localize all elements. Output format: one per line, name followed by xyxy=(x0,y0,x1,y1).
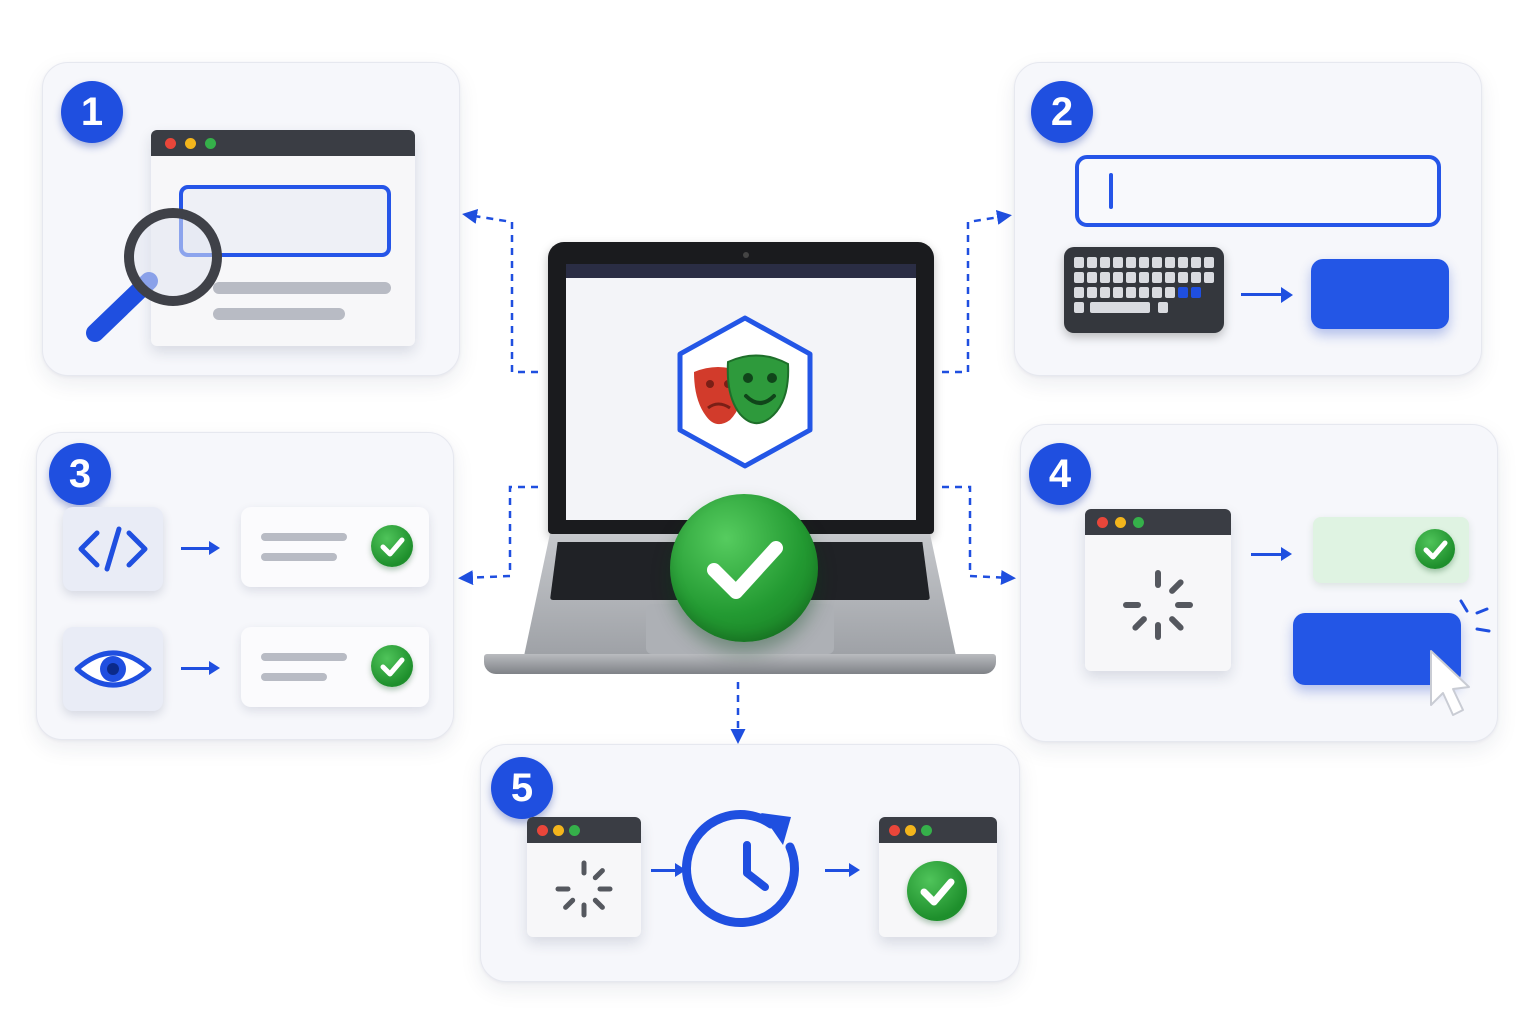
keyboard-key xyxy=(1152,287,1162,298)
eye-icon xyxy=(63,627,163,711)
keyboard-key xyxy=(1113,287,1123,298)
loading-window-icon xyxy=(527,817,641,937)
code-result-card xyxy=(241,507,429,587)
keyboard-key xyxy=(1100,257,1110,268)
keyboard-key xyxy=(1204,272,1214,283)
step-2-badge: 2 xyxy=(1031,81,1093,143)
loading-spinner-icon xyxy=(555,860,613,918)
keyboard-key xyxy=(1191,287,1201,298)
code-icon xyxy=(63,507,163,591)
loading-window-icon xyxy=(1085,509,1231,671)
keyboard-key xyxy=(1152,257,1162,268)
playwright-masks-icon xyxy=(677,315,813,469)
arrow-keyboard-to-button xyxy=(1241,293,1283,296)
arrow-to-step2 xyxy=(942,209,1012,374)
keyboard-key xyxy=(1126,257,1136,268)
visual-result-card xyxy=(241,627,429,707)
laptop-camera xyxy=(743,252,749,258)
success-check-icon xyxy=(670,494,818,642)
check-icon xyxy=(371,525,413,567)
keyboard-key xyxy=(1113,257,1123,268)
step-2-card: 2 xyxy=(1014,62,1482,376)
arrow-to-step4 xyxy=(942,485,1016,586)
success-state-card xyxy=(1313,517,1469,583)
step-5-card: 5 xyxy=(480,744,1020,982)
keyboard-key xyxy=(1165,272,1175,283)
keyboard-key xyxy=(1113,272,1123,283)
keyboard-key xyxy=(1191,272,1201,283)
keyboard-icon xyxy=(1064,247,1224,333)
keyboard-key xyxy=(1126,287,1136,298)
keyboard-key xyxy=(1165,287,1175,298)
keyboard-key xyxy=(1087,272,1097,283)
keyboard-key xyxy=(1074,257,1084,268)
keyboard-key xyxy=(1139,272,1149,283)
success-window-icon xyxy=(879,817,997,937)
keyboard-key xyxy=(1178,272,1188,283)
keyboard-key xyxy=(1158,302,1168,313)
clock-retry-icon xyxy=(682,810,799,928)
submit-button-icon xyxy=(1311,259,1449,329)
keyboard-key xyxy=(1074,287,1084,298)
keyboard-key xyxy=(1178,287,1188,298)
step-3-card: 3 xyxy=(36,432,454,740)
step-4-badge: 4 xyxy=(1029,443,1091,505)
keyboard-key xyxy=(1204,257,1214,268)
keyboard-key xyxy=(1191,257,1201,268)
cursor-click-icon xyxy=(1430,599,1491,716)
keyboard-key xyxy=(1139,287,1149,298)
keyboard-key xyxy=(1087,257,1097,268)
keyboard-key xyxy=(1100,272,1110,283)
step-4-card: 4 xyxy=(1020,424,1498,742)
arrow-to-step1 xyxy=(462,209,538,374)
step-1-badge: 1 xyxy=(61,81,123,143)
keyboard-key xyxy=(1074,302,1084,313)
step-5-badge: 5 xyxy=(491,757,553,819)
keyboard-keys xyxy=(1074,257,1214,323)
laptop-front-edge xyxy=(484,654,996,674)
keyboard-key xyxy=(1126,272,1136,283)
step-3-badge: 3 xyxy=(49,443,111,505)
keyboard-key xyxy=(1165,257,1175,268)
step-1-card: 1 xyxy=(42,62,460,376)
check-icon xyxy=(1415,529,1455,569)
keyboard-key xyxy=(1100,287,1110,298)
keyboard-key xyxy=(1178,257,1188,268)
check-icon xyxy=(371,645,413,687)
keyboard-key xyxy=(1087,287,1097,298)
keyboard-key xyxy=(1139,257,1149,268)
loading-spinner-icon xyxy=(1123,570,1193,640)
text-input-icon xyxy=(1075,155,1441,227)
keyboard-key xyxy=(1090,302,1150,313)
keyboard-key xyxy=(1074,272,1084,283)
arrow-to-step3 xyxy=(458,485,538,586)
check-icon xyxy=(907,861,967,921)
magnifier-icon xyxy=(86,208,222,342)
keyboard-key xyxy=(1152,272,1162,283)
